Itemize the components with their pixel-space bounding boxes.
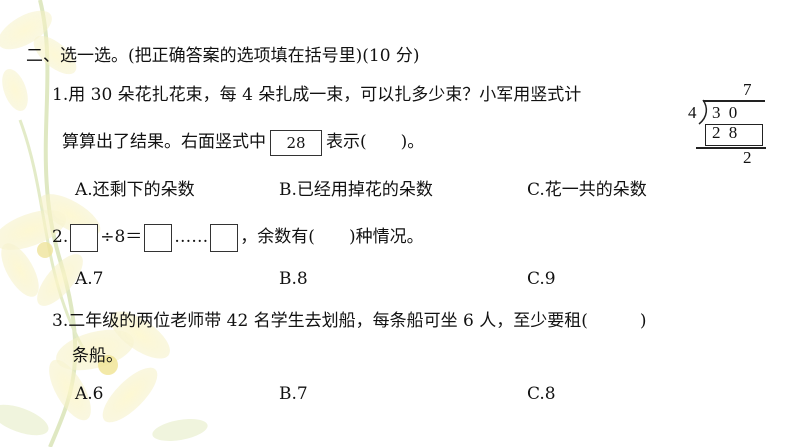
question-3-text: 3.二年级的两位老师带 42 名学生去划船，每条船可坐 6 人，至少要租() [52,309,647,333]
q2-option-a[interactable]: A.7 [75,269,104,289]
question-2-paren-open: ，余数有( [240,227,315,247]
question-3-line1: 3.二年级的两位老师带 42 名学生去划船，每条船可坐 6 人，至少要租( [52,311,588,331]
question-1-text: 1.用 30 朵花扎花束，每 4 朵扎成一束，可以扎多少束？小军用竖式计 [52,83,581,107]
q3-option-a[interactable]: A.6 [75,384,104,404]
division-bar [703,100,765,102]
dividend-box[interactable] [70,223,99,252]
division-remainder: 2 [743,148,752,167]
section-title: 二、选一选。(把正确答案的选项填在括号里)(10 分) [26,46,420,66]
q1-option-c[interactable]: C.花一共的朵数 [527,180,647,200]
question-1-paren-close: )。 [400,132,425,152]
division-product-box [705,124,763,146]
question-2-dots: …… [174,227,209,247]
division-product: 2 8 [712,123,740,142]
q3-option-c[interactable]: C.8 [527,384,556,404]
question-2-number: 2. [52,227,69,247]
question-1-paren-open: 表示( [326,132,367,152]
q2-option-c[interactable]: C.9 [527,269,556,289]
division-dividend: 3 0 [712,103,740,122]
quotient-box[interactable] [144,223,173,252]
q1-option-a[interactable]: A.还剩下的朵数 [75,180,195,200]
q2-option-b[interactable]: B.8 [279,269,308,289]
remainder-box[interactable] [210,223,239,252]
question-1-line2-text: 算算出了结果。右面竖式中 [62,132,266,152]
question-2-paren-close: )种情况。 [348,227,424,247]
question-2-divide: ÷8＝ [100,227,143,247]
division-quotient: 7 [743,80,752,99]
division-subtract-line [696,147,766,149]
question-1-line1: 1.用 30 朵花扎花束，每 4 朵扎成一束，可以扎多少束？小军用竖式计 [52,85,582,105]
question-3-line2: 条船。 [72,346,123,366]
division-bracket [698,99,708,125]
q1-option-b[interactable]: B.已经用掉花的朵数 [279,180,433,200]
division-divisor: 4 [688,103,697,122]
q3-option-b[interactable]: B.7 [279,384,308,404]
boxed-number: 28 [270,129,322,156]
question-3-paren-close: ) [639,311,647,331]
question-2-text: 2. ÷8＝ …… ，余数有( )种情况。 [52,221,424,253]
